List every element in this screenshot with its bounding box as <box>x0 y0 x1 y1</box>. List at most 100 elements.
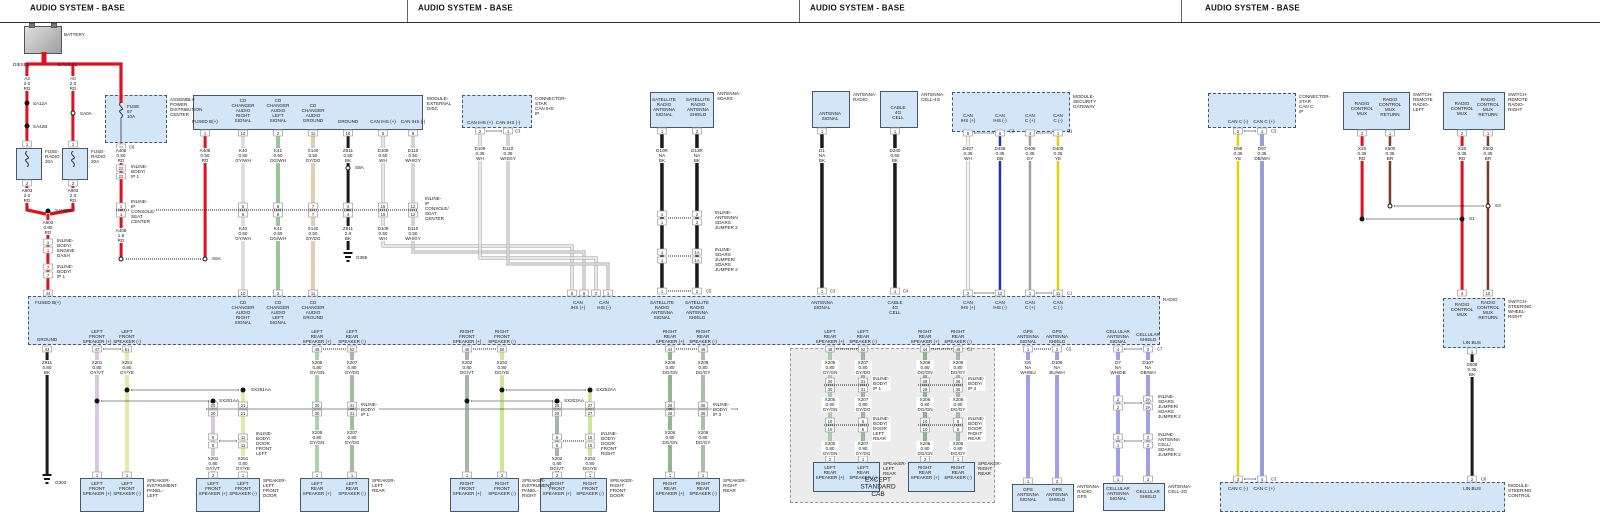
text-label: CAN C (+) <box>1024 300 1036 311</box>
text-label: RADIO CONTROL MUX <box>1450 302 1474 318</box>
text-label: INLINE- ANTENNA CELL/ SDARS JUMPER 2 <box>1157 432 1182 458</box>
wire-segment <box>465 351 469 472</box>
connector-pin: 1 <box>1257 127 1267 135</box>
text-label: FUSE- RADIO 20A <box>45 149 60 165</box>
text-label: SX252AA <box>596 387 616 392</box>
text-label: X26 0.35 RD <box>1456 146 1468 162</box>
connector-pin: 6 <box>208 441 218 449</box>
dotted-link <box>219 440 237 442</box>
connector-pin: 6 <box>995 129 1005 137</box>
connector-pin: 1 <box>347 471 357 479</box>
connector-pin: 48 <box>825 345 835 353</box>
connector-pin: 11 <box>238 433 248 441</box>
text-label: C2 <box>1009 128 1015 134</box>
text-label: SA42B <box>33 124 48 129</box>
connector-pin: 5 <box>378 129 388 137</box>
dotted-link <box>931 348 952 350</box>
connector-pin: 2 <box>1357 129 1367 137</box>
connector-pin: 4 <box>1457 289 1467 297</box>
text-label: CAN IHS (+) <box>570 300 586 311</box>
connector-pin: 27 <box>585 401 595 409</box>
connector-pin: 47 <box>92 345 102 353</box>
text-label: CD CHANGER AUDIO LEFT SIGNAL <box>266 300 290 326</box>
wire-segment <box>966 136 970 291</box>
connector-pin: 15 <box>585 441 595 449</box>
text-label: RIGHT FRONT SPEAKER (-) <box>488 329 516 345</box>
wire-segment <box>1116 351 1120 476</box>
fuse-radio-2 <box>62 148 88 180</box>
speaker-right-rear <box>653 478 720 512</box>
text-label: LEFT FRONT SPEAKER (+) <box>198 481 228 497</box>
text-label: D405 0.35 YE <box>1051 146 1065 162</box>
dotted-link <box>1124 440 1142 442</box>
connector-pin: 31 <box>347 401 357 409</box>
dotted-link <box>126 258 201 260</box>
text-label: X205 0.80 GY/GN <box>821 397 839 413</box>
text-label: X208 0.80 DG/GY <box>949 360 967 376</box>
text-label: X500 0.35 BR <box>1383 146 1397 162</box>
page-title-3: AUDIO SYSTEM - BASE <box>810 4 905 13</box>
module-steering-control <box>1220 482 1505 512</box>
text-label: SX202AA <box>564 398 584 403</box>
connector-pin: 1 <box>603 289 613 297</box>
wire-segment <box>95 351 99 472</box>
connector-pin: 28 <box>665 409 675 417</box>
connector-pin: 10 <box>825 425 835 433</box>
text-label: ANTENNA- SDARS <box>717 91 741 102</box>
connector-pin: 31 <box>858 377 868 385</box>
text-label: LIN BUS <box>1463 486 1481 491</box>
text-label: LEFT REAR SPEAKER (-) <box>849 465 877 481</box>
text-label: SA12A <box>33 101 48 106</box>
wire-segment <box>500 351 504 472</box>
connector-pin: 36 <box>953 385 963 393</box>
connector-pin: 1 <box>657 218 667 226</box>
text-label: X206 0.80 DG/GN <box>661 360 679 376</box>
connector-pin: 1 <box>1025 289 1035 297</box>
text-label: X207 0.80 GY/DG <box>343 430 361 446</box>
text-label: RIGHT REAR SPEAKER (-) <box>689 481 717 497</box>
text-label: LEFT REAR SPEAKER (+) <box>815 465 845 481</box>
text-label: LEFT FRONT SPEAKER (-) <box>113 329 141 345</box>
text-label: ANTENNA- RADIO <box>853 92 877 103</box>
text-label: SATELLITE RADIO ANTENNA SHIELD <box>685 300 709 321</box>
text-label: RIGHT REAR SPEAKER (+) <box>655 481 685 497</box>
wire-segment <box>893 134 897 289</box>
text-label: C6 <box>1481 476 1487 482</box>
text-label: RIGHT REAR SPEAKER (-) <box>944 329 972 345</box>
text-label: CAN C (+) <box>1253 486 1275 491</box>
connector-pin: 15 <box>378 210 388 218</box>
page-separator <box>1181 0 1182 22</box>
text-label: RIGHT FRONT SPEAKER (-) <box>488 481 516 497</box>
text-label: CD CHANGER AUDIO LEFT SIGNAL <box>266 98 290 124</box>
text-label: D97 0.35 DB/WH <box>1253 146 1271 162</box>
connector-pin: 2 <box>1143 475 1153 483</box>
wire-segment <box>125 351 129 472</box>
connector-pin: 10 <box>238 129 248 137</box>
connector-pin: 1 <box>657 248 667 256</box>
page-separator <box>799 0 800 22</box>
wire-segment <box>1470 353 1474 477</box>
speaker-instrument-panel-right <box>450 478 519 512</box>
connector-pin: 52 <box>347 345 357 353</box>
text-label: CAN C (-) <box>1053 300 1063 311</box>
connector-pin: 4 <box>1257 475 1267 483</box>
text-label: D110 0.35 WH/GY <box>499 146 517 162</box>
connector-pin: 5 <box>238 202 248 210</box>
connector-pin: 10 <box>238 289 248 297</box>
antenna-sdars <box>650 92 714 128</box>
connector-pin: 1 <box>1113 475 1123 483</box>
connector-pin: 22 <box>116 172 126 180</box>
text-label: A903 0.80 RD <box>41 220 55 236</box>
speaker-left-front-door <box>196 478 260 512</box>
connector-pin: 2 <box>208 471 218 479</box>
wire-segment <box>1055 351 1059 478</box>
connector-pin: 2 <box>692 287 702 295</box>
text-label: FUSE 67 10A <box>127 104 140 120</box>
text-label: FUSE- RADIO 20A <box>91 149 106 165</box>
header-rule <box>0 22 1600 23</box>
text-label: X202 0.80 DG/VT <box>458 360 476 376</box>
ground-symbol <box>45 482 49 484</box>
text-label: RADIO <box>1163 297 1178 302</box>
text-label: X205 0.80 GY/GN <box>308 360 326 376</box>
connector-pin: 6 <box>552 433 562 441</box>
